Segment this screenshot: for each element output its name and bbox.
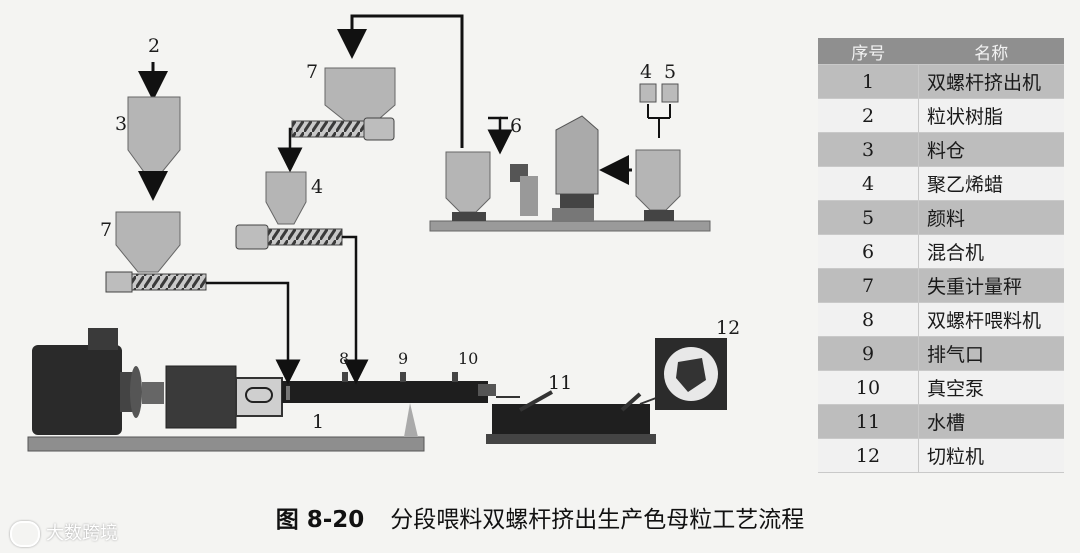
label-4b: 4 [640,61,652,83]
figure-number: 图 8-20 [275,507,365,533]
vent-8 [342,372,348,382]
legend-header-num: 序号 [818,38,919,65]
vacuum-port-10 [452,372,458,382]
watermark: 大数跨境 [10,519,118,547]
figure-title: 分段喂料双螺杆挤出生产色母粒工艺流程 [390,507,805,533]
mixer-return-line [337,14,464,148]
figure-caption: 图 8-20 分段喂料双螺杆挤出生产色母粒工艺流程 [0,500,1080,534]
gearbox [142,365,283,429]
motor [32,328,142,435]
label-9: 9 [398,349,408,368]
label-7a: 7 [100,219,112,241]
label-1: 1 [312,411,324,433]
label-11: 11 [548,372,572,394]
mixing-station [429,83,711,232]
label-8: 8 [339,349,349,368]
resin-feed-line [105,62,301,385]
label-3: 3 [115,113,127,135]
wax-feed-line [235,67,396,385]
label-6: 6 [510,115,522,137]
pelletizer [655,338,727,410]
label-2: 2 [148,35,160,57]
watermark-logo-icon [10,521,40,547]
label-5: 5 [664,61,676,83]
vent-9 [400,372,406,382]
label-12: 12 [716,317,740,339]
water-trough [486,390,657,444]
legend-header-name: 名称 [918,38,1064,65]
watermark-text: 大数跨境 [46,523,118,544]
label-7b: 7 [306,61,318,83]
label-10: 10 [458,349,478,368]
extruder-base [27,436,425,452]
process-diagram: 2 3 7 7 4 4 5 6 8 9 10 1 11 12 [27,14,740,452]
label-4a: 4 [311,176,323,198]
legend-header: 序号 名称 [818,38,1064,65]
